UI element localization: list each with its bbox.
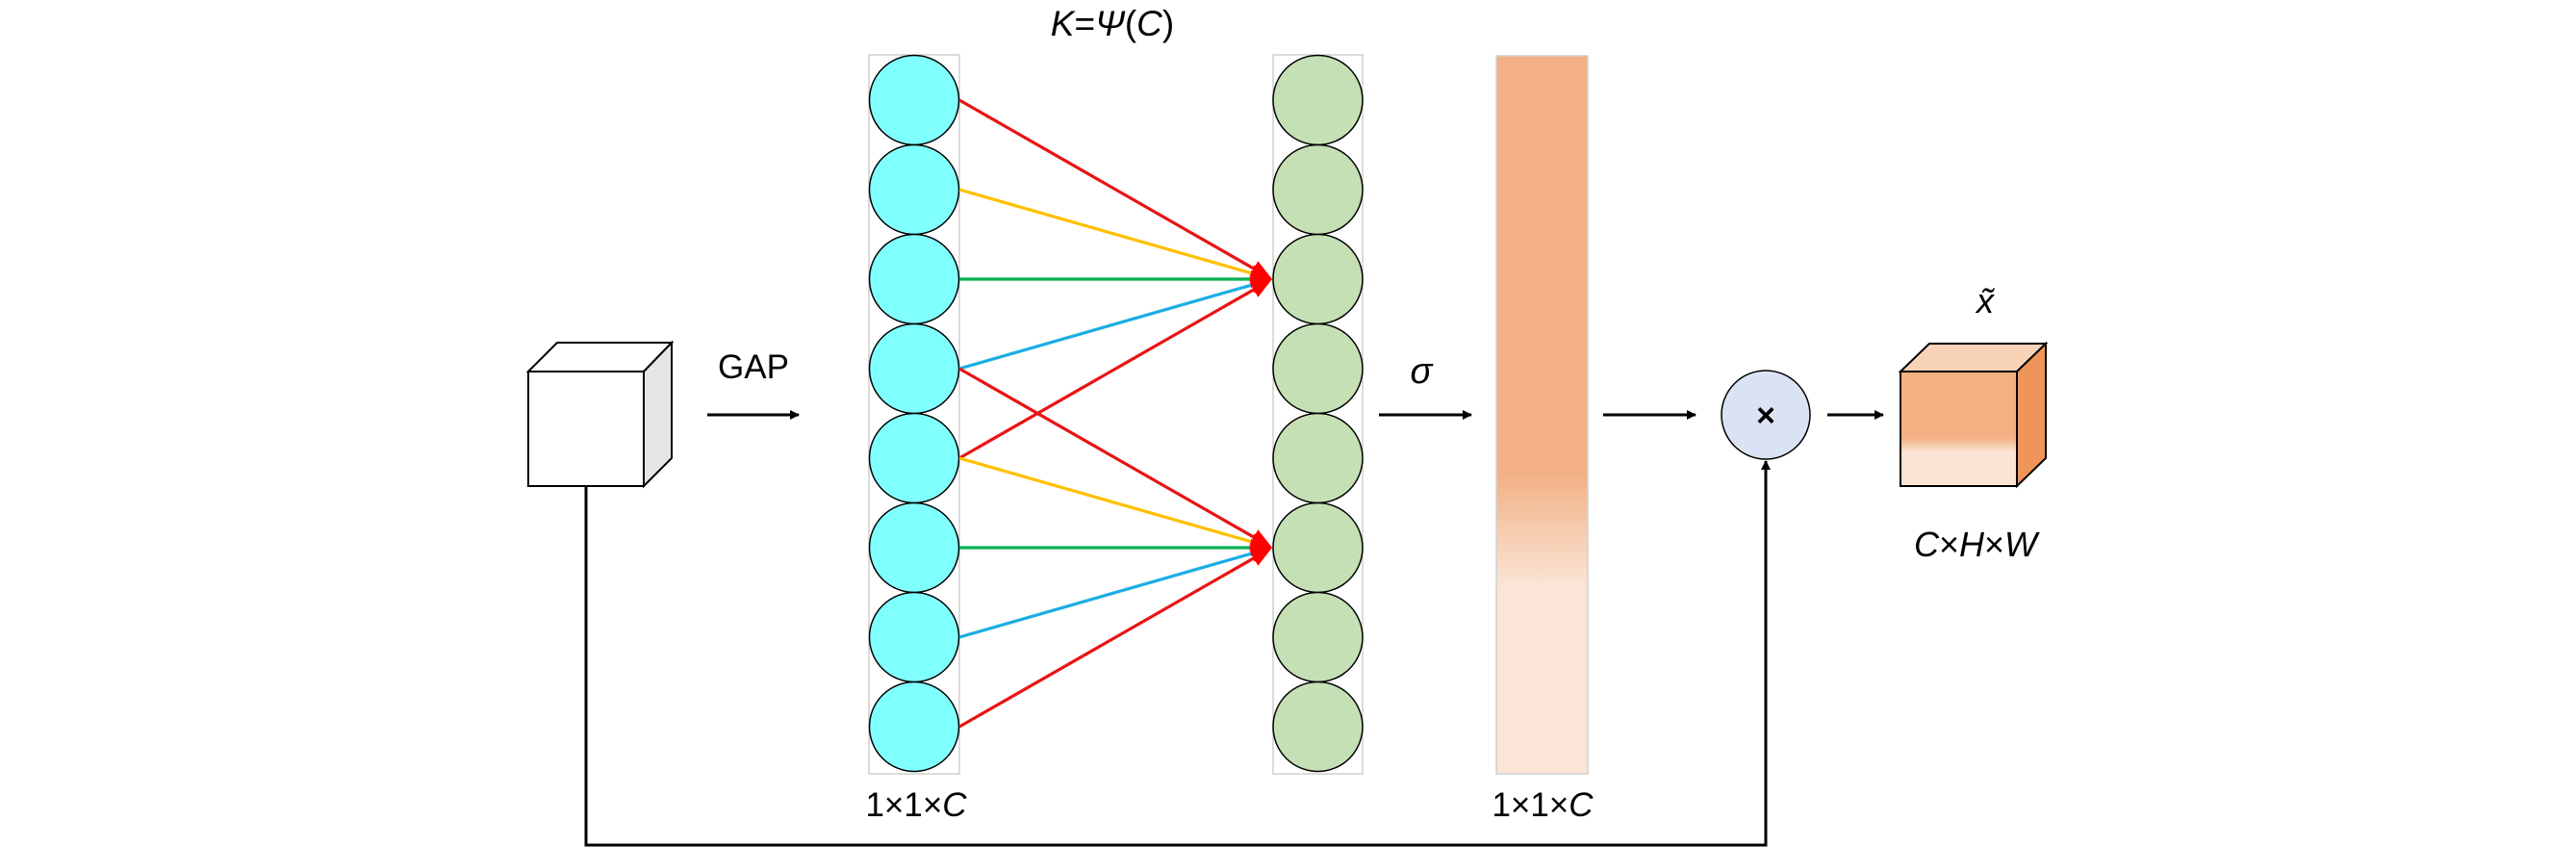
channel-weights-bar (1495, 55, 1589, 775)
conv-node (1272, 54, 1364, 146)
connection-line (958, 456, 1253, 544)
output-cube-front-face (1900, 371, 2018, 487)
connection-line (958, 367, 1255, 539)
input-node (868, 591, 960, 683)
sigmoid-label: σ (1411, 351, 1435, 392)
conv-node (1272, 680, 1364, 773)
conv-node (1272, 233, 1364, 325)
formula-c: C (1136, 4, 1162, 43)
kernel-size-formula: K=Ψ(C) (1051, 4, 1174, 43)
formula-eq: = (1074, 4, 1095, 43)
conv-node (1272, 412, 1364, 504)
conv-output-vector (1272, 54, 1364, 775)
input-node (868, 54, 960, 146)
input-node (868, 501, 960, 594)
output-dims-label: C×H×W (1914, 525, 2040, 564)
conv-node (1272, 143, 1364, 236)
output-symbol-label: x̃ (1975, 281, 1996, 321)
connection-arrowhead (1249, 548, 1272, 566)
conv-node (1272, 501, 1364, 594)
connection-line (958, 98, 1255, 270)
formula-lp: ( (1125, 4, 1137, 43)
skip-connection (584, 460, 1771, 847)
input-node (868, 680, 960, 773)
conv-node (1272, 591, 1364, 683)
1d-conv-connections (958, 98, 1255, 729)
connection-arrowhead (1249, 279, 1272, 297)
conv-node (1272, 322, 1364, 415)
formula-psi: Ψ (1095, 4, 1126, 43)
pooled-vector-dims-label: 1×1×C (865, 786, 967, 824)
output-feature-cube (1898, 341, 2049, 489)
connection-arrowheads (1249, 261, 1272, 566)
multiply-node: × (1721, 370, 1811, 460)
input-feature-cube (525, 340, 675, 489)
connection-line (958, 288, 1255, 460)
input-node (868, 233, 960, 325)
formula-k: K (1051, 4, 1077, 43)
weights-dims-label: 1×1×C (1492, 786, 1594, 824)
connection-line (958, 556, 1255, 729)
formula-rp: ) (1162, 4, 1174, 43)
connection-line (958, 188, 1253, 275)
connection-line (958, 552, 1253, 639)
input-node (868, 143, 960, 236)
input-cube-front-face (527, 371, 645, 487)
input-node (868, 412, 960, 504)
multiply-icon: × (1756, 398, 1775, 434)
gap-label: GAP (718, 348, 789, 386)
pooled-channel-vector (868, 54, 960, 775)
connection-line (958, 283, 1253, 371)
multiply-circle (1721, 370, 1811, 460)
input-node (868, 322, 960, 415)
